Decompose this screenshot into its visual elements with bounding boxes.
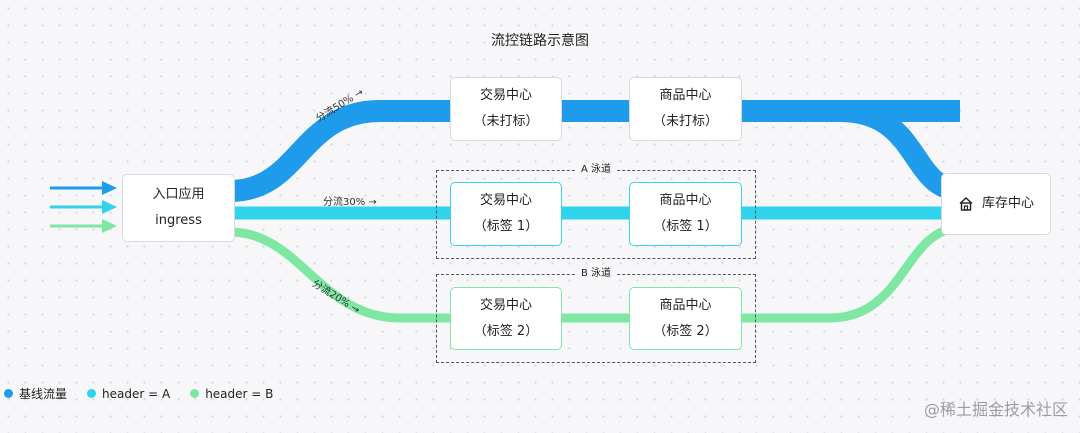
- legend-label: 基线流量: [19, 387, 68, 401]
- lane-a-box: A 泳道: [436, 163, 756, 259]
- product-center-name: 商品中心: [659, 88, 712, 103]
- diagram-title: 流控链路示意图: [491, 33, 589, 49]
- legend-dot: [87, 389, 97, 398]
- inventory-center-node[interactable]: 库存中心: [941, 173, 1051, 235]
- product-center-lane-a-node[interactable]: 商品中心 （标签 1）: [629, 182, 742, 246]
- legend: 基线流量 header = A header = B: [4, 385, 273, 402]
- product-center-lane-b-node[interactable]: 商品中心 （标签 2）: [629, 287, 742, 350]
- legend-item-header-a: header = A: [87, 385, 170, 402]
- product-center-untagged-node[interactable]: 商品中心 （未打标）: [629, 77, 742, 141]
- product-center-tag: （未打标）: [652, 114, 718, 129]
- legend-label: header = B: [205, 386, 274, 401]
- lane-b-box: B 泳道: [436, 267, 756, 363]
- watermark: @稀土掘金技术社区: [923, 400, 1068, 419]
- input-arrow-baseline: [50, 181, 117, 195]
- lane-a-split-label: 分流30% →: [323, 197, 377, 208]
- trade-center-untagged-node[interactable]: 交易中心 （未打标）: [450, 77, 562, 141]
- legend-item-baseline: 基线流量: [4, 385, 67, 402]
- product-center-name: 商品中心: [659, 193, 712, 208]
- lane-a-label: A 泳道: [574, 163, 618, 177]
- legend-dot: [4, 389, 13, 398]
- baseline-flow-path: [229, 100, 960, 202]
- ingress-node[interactable]: 入口应用 ingress: [122, 174, 235, 242]
- ingress-subtitle: ingress: [155, 213, 202, 228]
- product-center-tag: （标签 1）: [653, 219, 718, 234]
- inventory-center-label: 库存中心: [981, 196, 1034, 211]
- input-arrow-lane-b: [50, 219, 117, 233]
- trade-center-lane-b-node[interactable]: 交易中心 （标签 2）: [450, 287, 562, 350]
- legend-dot: [190, 389, 200, 398]
- product-center-tag: （标签 2）: [653, 323, 718, 339]
- legend-label: header = A: [102, 386, 171, 401]
- ingress-name: 入口应用: [152, 187, 205, 202]
- trade-center-lane-a-node[interactable]: 交易中心 （标签 1）: [450, 182, 562, 246]
- product-center-name: 商品中心: [659, 297, 712, 313]
- trade-center-tag: （标签 2）: [473, 323, 539, 339]
- lane-b-flow-path: [229, 223, 961, 323]
- input-arrow-lane-a: [50, 200, 117, 214]
- trade-center-name: 交易中心: [479, 297, 532, 313]
- trade-center-name: 交易中心: [479, 88, 532, 103]
- trade-center-tag: （未打标）: [473, 114, 539, 129]
- trade-center-tag: （标签 1）: [473, 219, 539, 234]
- house-icon: [958, 196, 974, 212]
- lane-b-label: B 泳道: [574, 267, 618, 281]
- trade-center-name: 交易中心: [479, 193, 532, 208]
- legend-item-header-b: header = B: [190, 385, 273, 402]
